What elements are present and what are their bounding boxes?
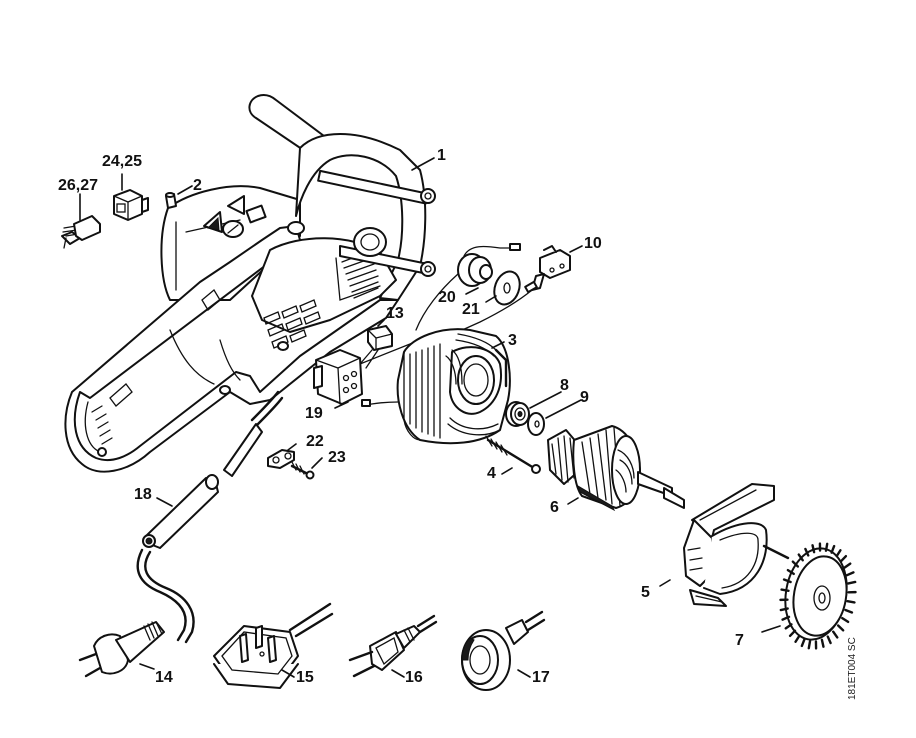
callout-17: 17 (532, 669, 550, 686)
fan-tooth (794, 634, 801, 643)
switch-part (313, 349, 399, 407)
fan-tooth (782, 578, 792, 584)
fan-tooth (791, 560, 800, 568)
fan-tooth (804, 547, 810, 557)
callout-24-25: 24,25 (102, 153, 142, 170)
fan-tooth (788, 629, 797, 638)
callout-26-27: 26,27 (58, 177, 98, 194)
power-cord-part (136, 390, 284, 644)
callout-20: 20 (438, 289, 456, 306)
fan-wheel-part (779, 542, 857, 650)
ball-bearing-part (505, 401, 530, 427)
fan-tooth (826, 635, 832, 645)
fan-housing-part (683, 483, 790, 607)
callout-19: 19 (305, 405, 323, 422)
armature-part (547, 425, 685, 512)
fan-tooth (820, 638, 825, 648)
fan-tooth (830, 544, 836, 554)
fan-tooth (844, 608, 854, 614)
fan-tooth (807, 640, 812, 650)
fan-tooth (843, 562, 852, 569)
callout-2: 2 (193, 177, 202, 194)
callout-14: 14 (155, 669, 173, 686)
fan-tooth (846, 600, 856, 604)
plug-round-part (461, 610, 546, 691)
fan-tooth (832, 630, 839, 639)
callout-22: 22 (306, 433, 324, 450)
callout-15: 15 (296, 669, 314, 686)
fan-tooth (786, 568, 795, 576)
callout-1: 1 (437, 147, 446, 164)
sleeve-part (165, 192, 177, 209)
screw-short-part (290, 461, 315, 480)
callout-10: 10 (584, 235, 602, 252)
plug-uk-part (213, 602, 334, 689)
callout-7: 7 (735, 632, 744, 649)
brush-holder-part (113, 189, 149, 221)
thermal-cutout-part (415, 243, 521, 331)
callout-21: 21 (462, 301, 480, 318)
fan-tooth (779, 607, 789, 612)
fan-tooth (841, 616, 850, 624)
plug-euro-part (348, 614, 438, 678)
fan-tooth (836, 624, 845, 632)
fan-tooth (845, 571, 855, 577)
fan-tooth (847, 580, 857, 585)
callout-3: 3 (508, 332, 517, 349)
callout-16: 16 (405, 669, 423, 686)
fan-tooth (811, 544, 816, 554)
callout-13: 13 (386, 305, 404, 322)
fan-tooth (797, 553, 804, 562)
fan-tooth (800, 638, 806, 648)
microswitch-part (439, 245, 571, 341)
callout-9: 9 (580, 389, 589, 406)
carbon-brush-part (61, 215, 101, 249)
fan-tooth (780, 588, 790, 592)
cord-clamp-part (267, 449, 295, 469)
washer-disc-part (493, 270, 521, 306)
callout-labels: 1 2 3 4 5 6 7 8 9 10 13 14 15 16 17 18 1… (58, 147, 744, 686)
leader-lines (79, 157, 781, 678)
plug-schuko-part (78, 621, 165, 678)
fan-tooth (784, 623, 793, 630)
washer-part (527, 412, 545, 436)
fan-tooth (824, 542, 829, 552)
housing-part (64, 94, 436, 473)
fan-tooth (781, 615, 791, 621)
fan-tooth (835, 549, 842, 558)
callout-8: 8 (560, 377, 569, 394)
fan-tooth (839, 554, 848, 563)
document-code: 181ET004 SC (847, 637, 858, 700)
capacitor-part (339, 325, 421, 373)
callout-23: 23 (328, 449, 346, 466)
callout-5: 5 (641, 584, 650, 601)
callout-4: 4 (487, 465, 496, 482)
screw-long-part (485, 435, 541, 474)
field-coil-stator-part (396, 328, 511, 445)
callout-18: 18 (134, 486, 152, 503)
callout-6: 6 (550, 499, 559, 516)
